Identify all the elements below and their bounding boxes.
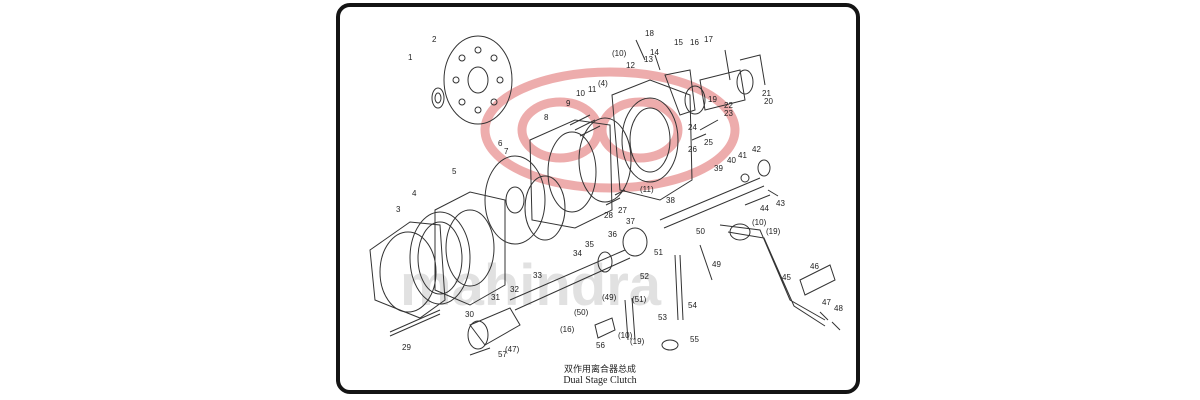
part-4-ring xyxy=(409,211,471,305)
part-label: 18 xyxy=(645,29,654,38)
part-label: 51 xyxy=(654,248,663,257)
part-label: 32 xyxy=(510,285,519,294)
part-label: 29 xyxy=(402,343,411,352)
parts-13-23-lever-assembly xyxy=(635,39,766,116)
parts-29-57-bolts xyxy=(389,309,491,356)
part-label: 48 xyxy=(834,304,843,313)
part-label: 45 xyxy=(782,273,791,282)
part-label: 38 xyxy=(666,196,675,205)
part-12-clutch-cover xyxy=(611,79,693,201)
part-label: 49 xyxy=(712,260,721,269)
caption-english: Dual Stage Clutch xyxy=(563,375,637,386)
part-label: 11 xyxy=(588,85,597,94)
part-label: (11) xyxy=(640,185,654,194)
part-label: 10 xyxy=(576,89,585,98)
parts-30-37-input-shaft xyxy=(467,227,648,350)
part-label: 14 xyxy=(650,48,659,57)
part-label: 39 xyxy=(714,164,723,173)
part-label: 20 xyxy=(764,97,773,106)
part-label: (4) xyxy=(598,79,608,88)
part-label: 16 xyxy=(690,38,699,47)
part-label: 52 xyxy=(640,272,649,281)
caption-chinese: 双作用离合器总成 xyxy=(563,365,636,375)
part-label: (19) xyxy=(630,337,645,346)
parts-7-11-plates xyxy=(529,114,632,229)
part-label: 40 xyxy=(727,156,736,165)
part-label: 33 xyxy=(533,271,542,280)
brand-text-watermark: mahindra xyxy=(400,253,662,318)
part-label: 15 xyxy=(674,38,683,47)
part-label: 57 xyxy=(498,350,507,359)
part-label: 30 xyxy=(465,310,474,319)
part-1-bearing xyxy=(431,87,445,109)
parts-24-28-bolts xyxy=(605,119,719,206)
part-label: 44 xyxy=(760,204,769,213)
brand-logo-watermark xyxy=(480,67,740,193)
part-label: 37 xyxy=(626,217,635,226)
part-label: (10) xyxy=(612,49,627,58)
part-label: 55 xyxy=(690,335,699,344)
part-label: 56 xyxy=(596,341,605,350)
part-label: 47 xyxy=(822,298,831,307)
part-label: (10) xyxy=(752,218,767,227)
part-2-flywheel xyxy=(443,35,513,125)
part-label: 28 xyxy=(604,211,613,220)
part-label: (51) xyxy=(632,295,647,304)
part-label: (47) xyxy=(505,345,520,354)
part-label: 17 xyxy=(704,35,713,44)
part-label: 31 xyxy=(491,293,500,302)
part-label: 21 xyxy=(762,89,771,98)
part-label: 1 xyxy=(408,53,413,62)
part-label: 7 xyxy=(504,147,509,156)
part-label: 2 xyxy=(432,35,437,44)
part-label: 12 xyxy=(626,61,635,70)
part-3-pressure-housing xyxy=(369,221,446,319)
part-label: 46 xyxy=(810,262,819,271)
part-label: 27 xyxy=(618,206,627,215)
part-label: (10) xyxy=(618,331,633,340)
part-label: 25 xyxy=(704,138,713,147)
part-label: 42 xyxy=(752,145,761,154)
parts-45-48-pedal xyxy=(719,223,841,331)
diagram-lines xyxy=(369,35,841,356)
part-label: 13 xyxy=(644,55,653,64)
part-label: (19) xyxy=(766,227,781,236)
parts-38-43-shaft xyxy=(659,159,779,229)
part-label: 22 xyxy=(724,101,733,110)
part-label: 8 xyxy=(544,113,549,122)
part-label: 50 xyxy=(696,227,705,236)
part-label: 19 xyxy=(708,95,717,104)
part-5-pressure-plate xyxy=(434,191,506,306)
part-label: 41 xyxy=(738,151,747,160)
part-label: 6 xyxy=(498,139,503,148)
parts-49-56-fork-springs xyxy=(594,244,713,351)
part-label: 36 xyxy=(608,230,617,239)
part-label: 23 xyxy=(724,109,733,118)
part-label: 9 xyxy=(566,99,571,108)
part-6-clutch-disc xyxy=(484,155,566,245)
part-label: 53 xyxy=(658,313,667,322)
part-label: (50) xyxy=(574,308,589,317)
part-label: 54 xyxy=(688,301,697,310)
part-label: 5 xyxy=(452,167,457,176)
part-label: (16) xyxy=(560,325,575,334)
part-label: 43 xyxy=(776,199,785,208)
part-label: 35 xyxy=(585,240,594,249)
part-label: 4 xyxy=(412,189,417,198)
part-label: 3 xyxy=(396,205,401,214)
part-label: (49) xyxy=(602,293,617,302)
part-label: 24 xyxy=(688,123,697,132)
part-label: 34 xyxy=(573,249,582,258)
part-label: 26 xyxy=(688,145,697,154)
